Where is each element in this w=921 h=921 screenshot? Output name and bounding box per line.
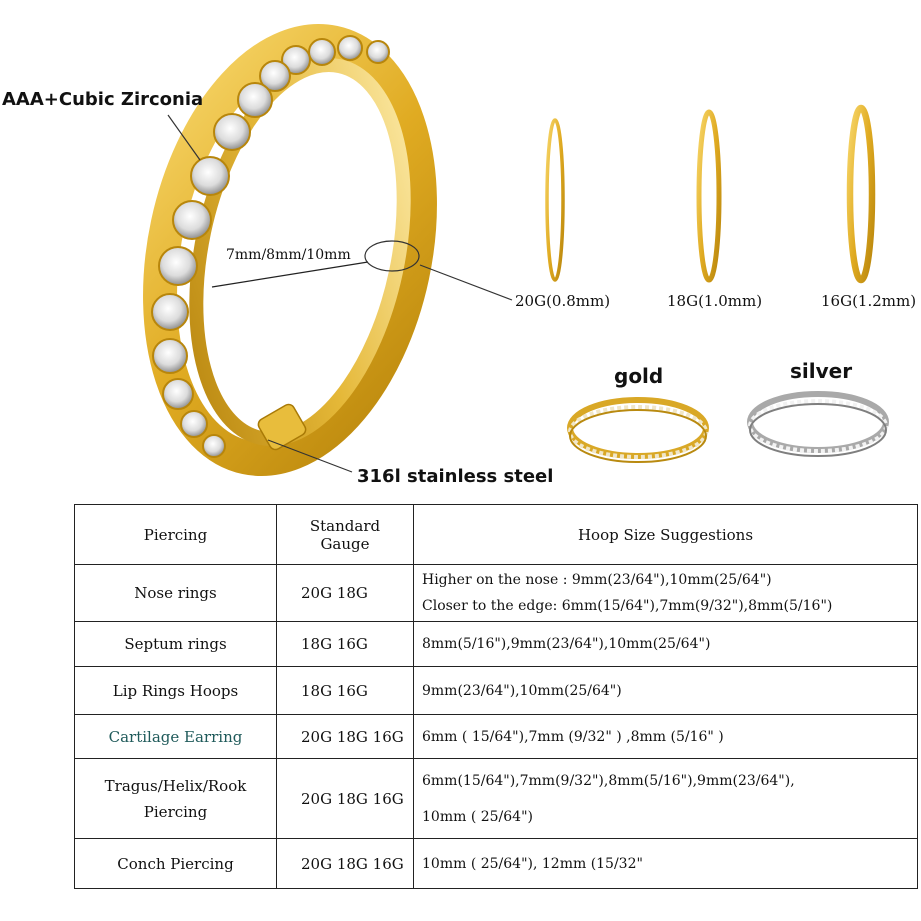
gauge-20g-label: 20G(0.8mm) <box>515 292 611 310</box>
gauge-18g-label: 18G(1.0mm) <box>667 292 763 310</box>
hoop-size-cell: 6mm ( 15/64"),7mm (9/32" ) ,8mm (5/16" ) <box>413 714 918 759</box>
cubic-zirconia-stones <box>151 35 390 458</box>
hoop-size-cell: 8mm(5/16"),9mm(23/64"),10mm(25/64") <box>413 621 918 667</box>
material-callout-line <box>267 439 353 473</box>
silver-variant-ring <box>747 391 889 457</box>
table-row: Nose rings 20G 18G Higher on the nose : … <box>74 564 918 622</box>
gauge-cell: 20G 18G 16G <box>276 838 414 889</box>
gauge-cell: 20G 18G <box>276 564 414 622</box>
gauge-callout-line <box>419 264 513 301</box>
piercing-cell: Nose rings <box>74 564 277 622</box>
header-hoop-size: Hoop Size Suggestions <box>413 504 918 565</box>
gauge-18g-hoop <box>696 109 722 283</box>
piercing-cell: Conch Piercing <box>74 838 277 889</box>
gold-ring <box>143 24 437 476</box>
gauge-16g-hoop <box>846 104 876 284</box>
hoop-size-cell: 6mm(15/64"),7mm(9/32"),8mm(5/16"),9mm(23… <box>413 758 918 839</box>
material-label: 316l stainless steel <box>357 466 554 487</box>
diameter-line <box>211 261 369 288</box>
header-piercing: Piercing <box>74 504 277 565</box>
gold-variant-ring <box>567 397 709 463</box>
piercing-cell: Cartilage Earring <box>74 714 277 759</box>
piercing-cell: Lip Rings Hoops <box>74 666 277 715</box>
hoop-size-cell: Higher on the nose : 9mm(23/64"),10mm(25… <box>413 564 918 622</box>
diameter-label: 7mm/8mm/10mm <box>226 247 351 263</box>
table-row: Cartilage Earring 20G 18G 16G 6mm ( 15/6… <box>74 714 918 759</box>
gauge-cell: 18G 16G <box>276 666 414 715</box>
silver-variant-label: silver <box>790 359 853 383</box>
gauge-cell: 18G 16G <box>276 621 414 667</box>
gauge-cell: 20G 18G 16G <box>276 758 414 839</box>
gold-variant-label: gold <box>614 364 664 388</box>
piercing-cell: Septum rings <box>74 621 277 667</box>
table-row: Conch Piercing 20G 18G 16G 10mm ( 25/64"… <box>74 838 918 889</box>
table-row: Septum rings 18G 16G 8mm(5/16"),9mm(23/6… <box>74 621 918 667</box>
gauge-highlight-circle <box>364 240 420 272</box>
gauge-cell: 20G 18G 16G <box>276 714 414 759</box>
main-ring-illustration <box>143 24 889 476</box>
hoop-size-cell: 10mm ( 25/64"), 12mm (15/32" <box>413 838 918 889</box>
hinge-icon <box>257 403 307 451</box>
table-row: Lip Rings Hoops 18G 16G 9mm(23/64"),10mm… <box>74 666 918 715</box>
stones-callout-line <box>167 114 201 161</box>
gauge-16g-label: 16G(1.2mm) <box>821 292 917 310</box>
hoop-size-cell: 9mm(23/64"),10mm(25/64") <box>413 666 918 715</box>
gauge-20g-hoop <box>545 118 565 282</box>
stones-label: AAA+Cubic Zirconia <box>2 89 204 110</box>
